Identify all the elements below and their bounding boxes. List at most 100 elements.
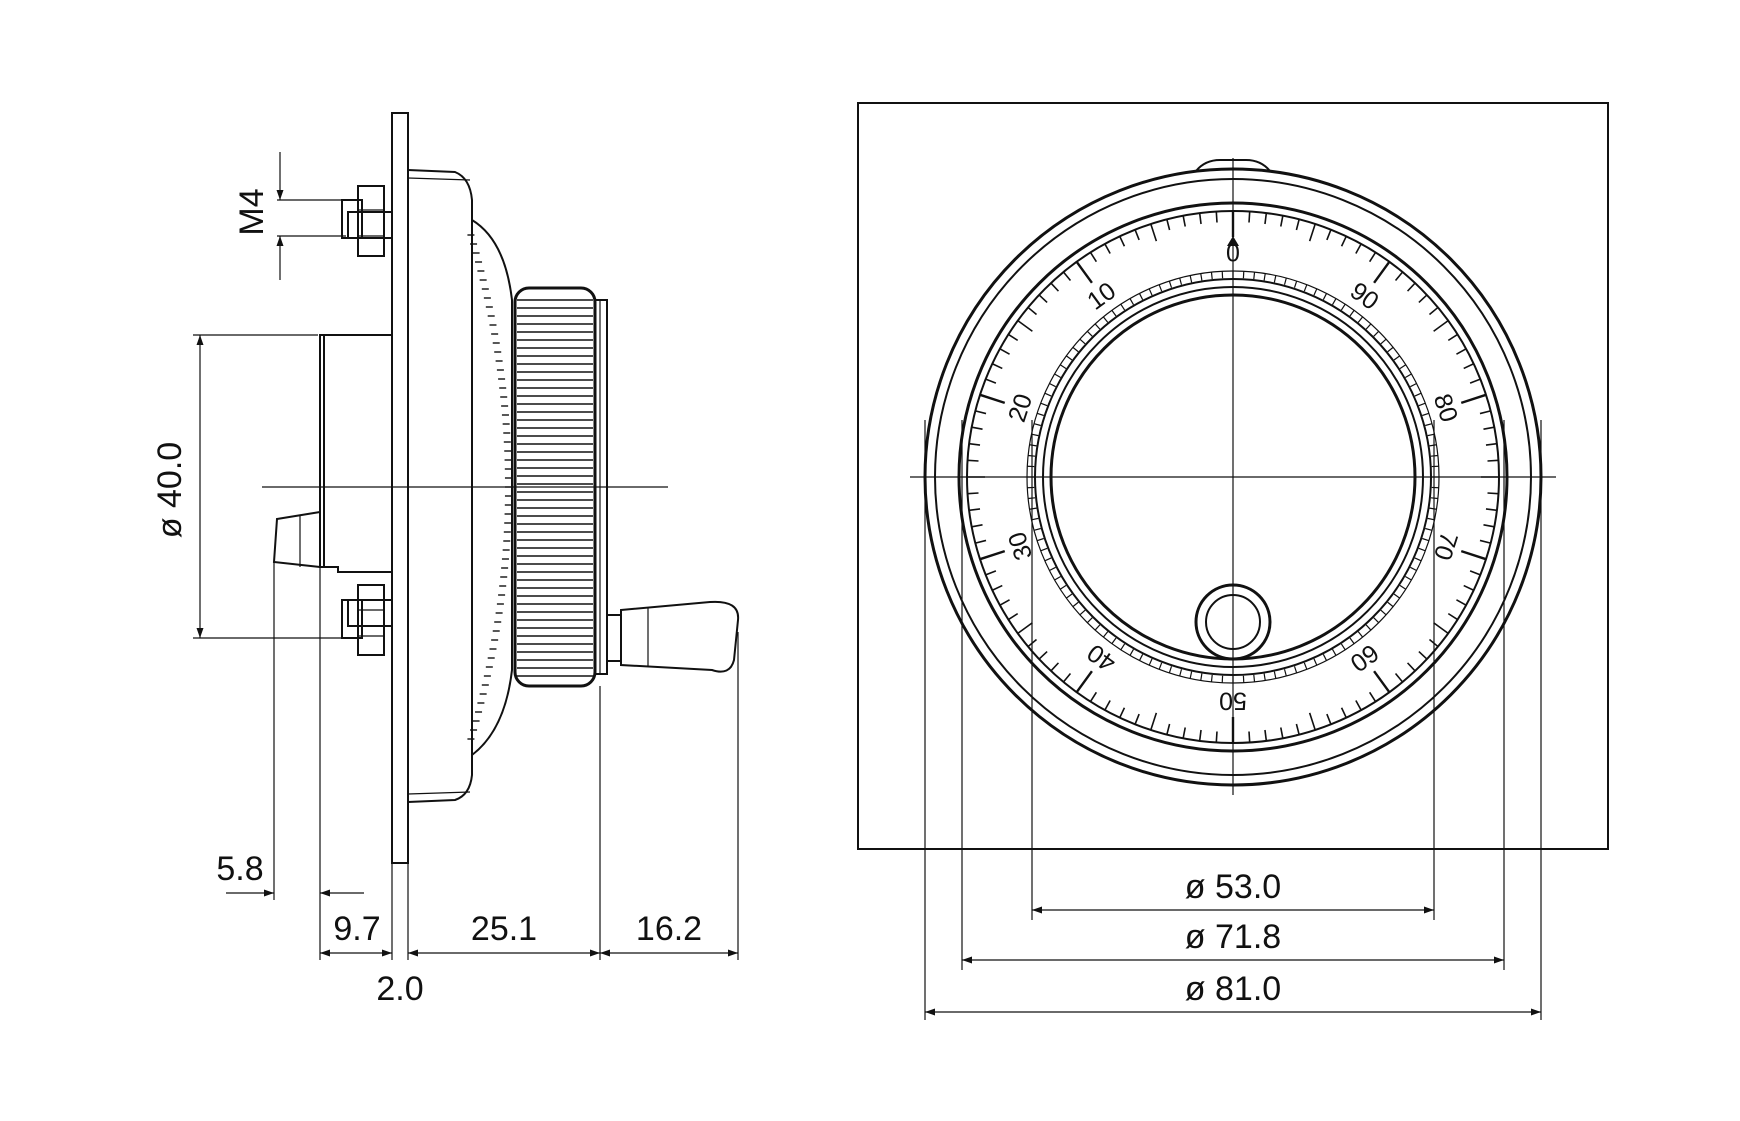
dimension-inner-diameter: ø 53.0 bbox=[1032, 868, 1434, 910]
scale-tick bbox=[1374, 671, 1389, 692]
scale-label: 80 bbox=[1428, 390, 1463, 425]
knurl-tooth bbox=[1130, 649, 1134, 655]
dimension-outer-diameter: ø 81.0 bbox=[925, 970, 1541, 1012]
knurl-tooth bbox=[1254, 272, 1255, 279]
scale-tick bbox=[1063, 673, 1070, 681]
scale-tick bbox=[1105, 700, 1110, 710]
knurl-tooth bbox=[1394, 356, 1400, 360]
upper-mounting-screw bbox=[342, 186, 392, 256]
scale-tick bbox=[1135, 230, 1139, 240]
scale-tick bbox=[1028, 307, 1036, 314]
scale-tick bbox=[1265, 213, 1266, 224]
knurl-tooth bbox=[1366, 324, 1371, 329]
knurl-tooth bbox=[1374, 331, 1379, 336]
scale-tick bbox=[1486, 444, 1497, 445]
scale-tick bbox=[1464, 586, 1474, 591]
knurl-tooth bbox=[1080, 339, 1085, 344]
knurl-tooth bbox=[1066, 594, 1072, 598]
scale-tick bbox=[975, 540, 986, 543]
knurl-tooth bbox=[1388, 602, 1393, 606]
scale-tick bbox=[1461, 395, 1486, 403]
knurl-tooth bbox=[1060, 365, 1066, 369]
scale-tick bbox=[992, 586, 1002, 591]
knurl-tooth bbox=[1381, 339, 1386, 344]
knurl-tooth bbox=[1034, 529, 1041, 531]
dim-5-8-label: 5.8 bbox=[216, 850, 263, 888]
knurl-tooth bbox=[1159, 663, 1162, 670]
scale-label: 60 bbox=[1345, 638, 1384, 677]
scale-tick bbox=[1310, 224, 1316, 241]
scale-tick bbox=[1456, 600, 1466, 605]
middle-diameter-label: ø 71.8 bbox=[1185, 918, 1281, 956]
knurl-tooth bbox=[1055, 374, 1061, 378]
knurl-tooth bbox=[1285, 669, 1287, 676]
knurl-tooth bbox=[1430, 445, 1437, 446]
knurl-tooth bbox=[1264, 274, 1265, 281]
scale-tick bbox=[1281, 216, 1283, 227]
scale-tick bbox=[1063, 272, 1070, 280]
scale-tick bbox=[1419, 295, 1427, 303]
scale-tick bbox=[1000, 349, 1010, 354]
knurl-tooth bbox=[1159, 285, 1162, 292]
dim-25-1-label: 25.1 bbox=[471, 910, 537, 948]
scale-tick bbox=[1480, 540, 1491, 543]
scale-tick bbox=[1470, 571, 1480, 575]
scale-tick bbox=[1265, 730, 1266, 741]
scale-tick bbox=[1487, 460, 1498, 461]
scale-tick bbox=[1448, 334, 1457, 340]
scale-tick bbox=[1486, 509, 1497, 510]
scale-tick bbox=[986, 571, 996, 575]
scale-label: 50 bbox=[1219, 686, 1247, 714]
knurl-tooth bbox=[1060, 585, 1066, 589]
scale-tick bbox=[1090, 252, 1096, 261]
scale-tick bbox=[992, 364, 1002, 369]
crank-handle bbox=[607, 602, 738, 672]
knurl-tooth bbox=[1388, 347, 1393, 351]
scale-tick bbox=[1200, 730, 1201, 741]
knurl-tooth bbox=[1112, 310, 1116, 316]
scale-tick bbox=[1342, 236, 1347, 246]
knurl-tooth bbox=[1121, 644, 1125, 650]
knurl-tooth bbox=[1211, 675, 1212, 682]
knurl-tooth bbox=[1358, 317, 1362, 322]
scale-tick bbox=[1456, 349, 1466, 354]
knurl-tooth bbox=[1139, 654, 1142, 660]
scale-tick bbox=[1470, 379, 1480, 383]
knurl-tooth bbox=[1211, 272, 1212, 279]
scale-tick bbox=[1151, 224, 1157, 241]
scale-tick bbox=[980, 395, 1005, 403]
knurl-tooth bbox=[1323, 293, 1326, 299]
scale-label: 30 bbox=[1003, 528, 1038, 563]
dial-body bbox=[408, 170, 472, 802]
scale-tick bbox=[968, 493, 979, 494]
scale-tick bbox=[1018, 623, 1033, 634]
knurl-tooth bbox=[1139, 293, 1142, 299]
scale-label: 10 bbox=[1082, 277, 1121, 316]
scale-tick bbox=[975, 411, 986, 414]
scale-tick bbox=[1077, 671, 1092, 692]
scale-tick bbox=[980, 551, 1005, 559]
scale-tick bbox=[1120, 708, 1125, 718]
knurl-tooth bbox=[1030, 445, 1037, 446]
knurl-tooth bbox=[1350, 638, 1354, 644]
knurl-tooth bbox=[1030, 508, 1037, 509]
knurl-tooth bbox=[1304, 663, 1307, 670]
m4-label: M4 bbox=[233, 188, 271, 235]
scale-tick bbox=[1408, 663, 1416, 671]
scale-tick bbox=[1216, 212, 1217, 223]
scale-tick bbox=[1327, 714, 1331, 724]
knurl-tooth bbox=[1037, 538, 1044, 540]
scale-tick bbox=[1480, 411, 1491, 414]
knurl-tooth bbox=[1049, 567, 1055, 570]
knurl-tooth bbox=[1190, 276, 1191, 283]
outer-diameter-label: ø 81.0 bbox=[1185, 970, 1281, 1008]
knurl-tooth bbox=[1041, 548, 1048, 551]
knurl-tooth bbox=[1419, 548, 1426, 551]
dimension-5-8: 5.8 bbox=[216, 850, 364, 893]
knurl-tooth bbox=[1254, 675, 1255, 682]
scale-tick bbox=[1090, 692, 1096, 701]
scale-tick bbox=[1167, 724, 1170, 735]
scale-tick bbox=[1039, 652, 1047, 660]
knurl-tooth bbox=[1405, 374, 1411, 378]
knurl-tooth bbox=[1400, 365, 1406, 369]
